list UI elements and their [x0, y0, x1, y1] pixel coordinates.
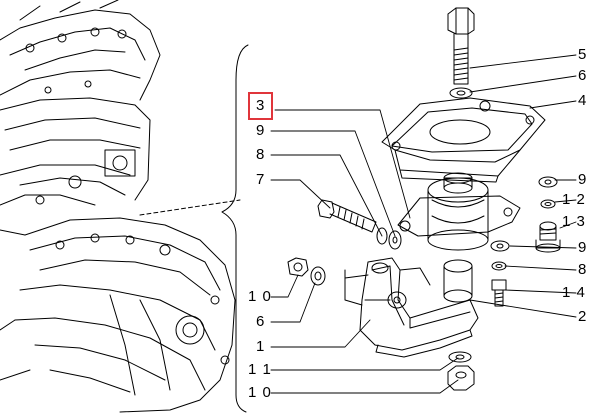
callout-6: 6: [256, 313, 266, 330]
part-9-washer-left: [388, 230, 402, 250]
callout-2: 2: [578, 308, 588, 325]
part-10-nut-left: [287, 257, 309, 277]
callout-10: 1 0: [248, 288, 272, 305]
part-8-spring-washer-left: [376, 227, 388, 245]
callout-6: 6: [578, 67, 588, 84]
part-8-spring-washer-right: [491, 261, 507, 271]
part-5-long-bolt: [447, 7, 475, 85]
engine-gearbox-illustration: [0, 0, 241, 413]
callout-7: 7: [256, 171, 266, 188]
part-13-nut: [535, 221, 561, 253]
part-14-bolt: [491, 279, 507, 307]
part-4-bracket-plate: [381, 97, 546, 183]
part-3-silent-block: [397, 172, 521, 251]
callout-8: 8: [578, 261, 588, 278]
part-6-washer-top: [449, 87, 473, 99]
callout-12: 1 2: [562, 191, 586, 208]
part-7-bolt: [317, 199, 377, 233]
part-10-nut-bottom: [447, 365, 475, 391]
part-6-washer-left: [310, 266, 326, 286]
callout-8: 8: [256, 146, 266, 163]
part-12-spring-washer: [540, 199, 556, 209]
callout-9: 9: [578, 171, 588, 188]
part-9-washer-right-mid: [490, 240, 510, 252]
callout-4: 4: [578, 92, 588, 109]
part-11-washer: [448, 351, 472, 363]
detail-bracket: [221, 44, 249, 413]
callout-5: 5: [578, 46, 588, 63]
part-1-support-bracket: [344, 257, 479, 358]
callout-14: 1 4: [562, 284, 586, 301]
callout-13: 1 3: [562, 213, 586, 230]
callout-10: 1 0: [248, 384, 272, 401]
part-9-washer-right-top: [538, 176, 558, 188]
part-2-rubber-bush: [443, 259, 473, 303]
callout-3-highlighted: 3: [248, 92, 274, 120]
callout-9: 9: [256, 122, 266, 139]
callout-1: 1: [256, 338, 266, 355]
callout-11: 1 1: [248, 361, 272, 378]
callout-9: 9: [578, 239, 588, 256]
